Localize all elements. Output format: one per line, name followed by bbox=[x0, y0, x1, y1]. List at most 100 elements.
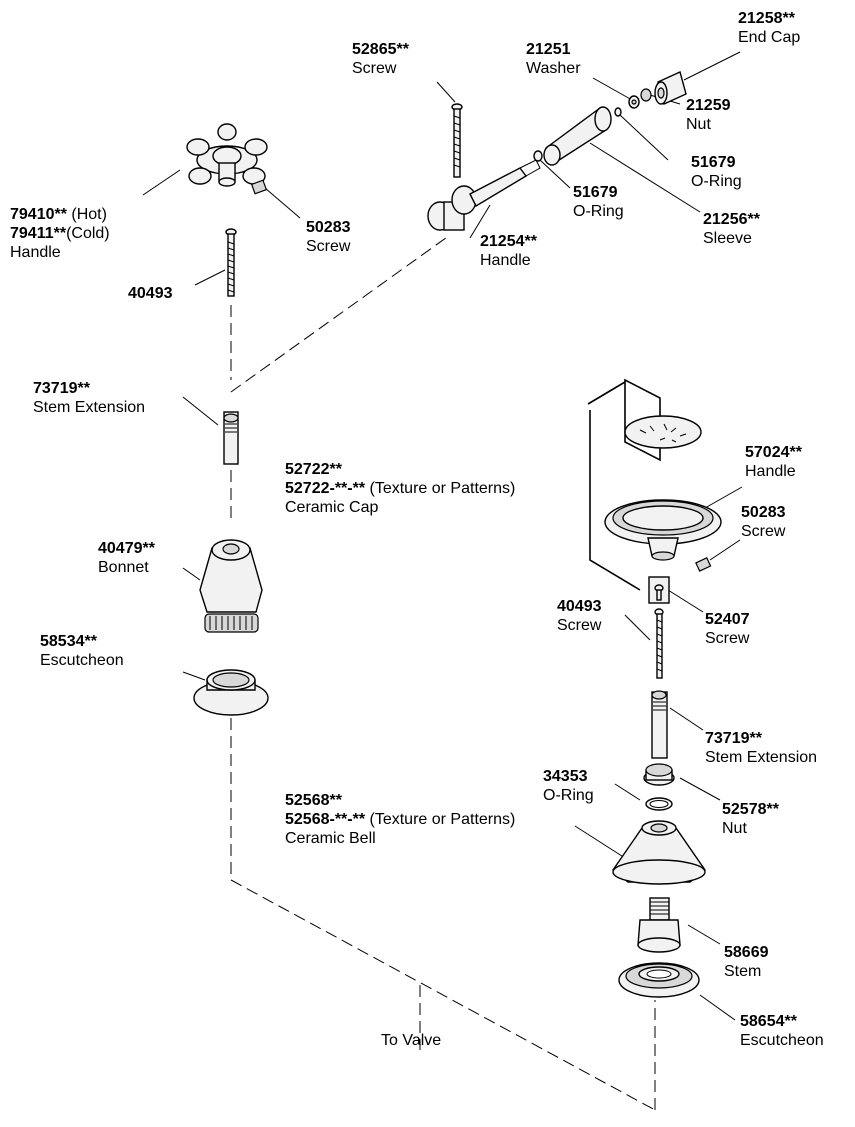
part-number: 21251 bbox=[526, 41, 571, 58]
part-name: Nut bbox=[722, 820, 747, 837]
part-name: Stem Extension bbox=[33, 399, 146, 416]
ceramic-bell-part bbox=[612, 820, 706, 885]
round-handle-callout: 57024** Handle bbox=[745, 443, 802, 481]
screw-40493-right-part bbox=[654, 608, 664, 679]
part-name: Sleeve bbox=[703, 230, 752, 247]
screw-52865-callout: 52865** Screw bbox=[352, 40, 409, 78]
o-ring-mid-callout: 51679 O-Ring bbox=[573, 183, 624, 221]
pattern-note: (Texture or Patterns) bbox=[365, 811, 516, 828]
part-number: 58534** bbox=[40, 633, 97, 650]
nut-52578-part bbox=[643, 763, 675, 786]
escutcheon-right-part bbox=[618, 962, 700, 998]
part-number: 52578** bbox=[722, 801, 779, 818]
stem-extension-left-part bbox=[223, 411, 239, 465]
assembly-guide-lines bbox=[230, 234, 656, 1111]
screw-40493-left-callout: 40493 bbox=[128, 284, 173, 303]
part-name: O-Ring bbox=[691, 173, 742, 190]
part-name: Screw bbox=[705, 630, 750, 647]
part-number: 50283 bbox=[306, 219, 351, 236]
stem-extension-left-callout: 73719** Stem Extension bbox=[33, 379, 145, 417]
o-ring-34353-callout: 34353 O-Ring bbox=[543, 767, 594, 805]
stem-callout: 58669 Stem bbox=[724, 943, 769, 981]
part-name: Ceramic Cap bbox=[285, 499, 379, 516]
o-ring-34353-part bbox=[645, 797, 673, 811]
stem-part bbox=[637, 897, 681, 953]
nut-21259-callout: 21259 Nut bbox=[686, 96, 731, 134]
nut-21259-part bbox=[640, 88, 652, 102]
part-name: Washer bbox=[526, 60, 581, 77]
ceramic-bell-callout: 52568** 52568-**-** (Texture or Patterns… bbox=[285, 791, 515, 848]
o-ring-51679-mid-part bbox=[533, 150, 543, 162]
escutcheon-left-part bbox=[193, 669, 269, 716]
sleeve-callout: 21256** Sleeve bbox=[703, 210, 760, 248]
part-number: 21254** bbox=[480, 233, 537, 250]
part-name: End Cap bbox=[738, 29, 801, 46]
part-name: O-Ring bbox=[543, 787, 594, 804]
washer-callout: 21251 Washer bbox=[526, 40, 581, 78]
bonnet-part bbox=[199, 539, 263, 633]
part-name: Nut bbox=[686, 116, 711, 133]
escutcheon-right-callout: 58654** Escutcheon bbox=[740, 1012, 824, 1050]
nut-52578-callout: 52578** Nut bbox=[722, 800, 779, 838]
part-name: Escutcheon bbox=[740, 1032, 824, 1049]
part-number: 52865** bbox=[352, 41, 409, 58]
escutcheon-left-callout: 58534** Escutcheon bbox=[40, 632, 124, 670]
to-valve-label: To Valve bbox=[381, 1032, 442, 1049]
ceramic-cap-frame bbox=[587, 378, 661, 591]
part-number: 21258** bbox=[738, 10, 795, 27]
part-name: Handle bbox=[10, 244, 61, 261]
part-name: Bonnet bbox=[98, 559, 149, 576]
set-screw-left-part bbox=[250, 179, 268, 195]
part-name: Screw bbox=[557, 617, 602, 634]
part-number: 40493 bbox=[128, 285, 173, 302]
long-screw-left-part bbox=[225, 228, 237, 297]
hot-part-number: 79410** bbox=[10, 206, 67, 223]
o-ring-51679-top-part bbox=[614, 107, 622, 117]
part-name: Ceramic Bell bbox=[285, 830, 376, 847]
ceramic-cap-callout: 52722** 52722-**-** (Texture or Patterns… bbox=[285, 460, 515, 517]
round-handle-part bbox=[604, 499, 722, 561]
part-number: 52722** bbox=[285, 461, 342, 478]
screw-52407-part bbox=[648, 576, 670, 604]
screw-52865-part bbox=[451, 103, 463, 178]
set-screw-right-callout: 50283 Screw bbox=[741, 503, 786, 541]
pattern-note: (Texture or Patterns) bbox=[365, 480, 516, 497]
set-screw-right-part bbox=[695, 557, 712, 572]
end-cap-part bbox=[654, 71, 687, 105]
part-number: 57024** bbox=[745, 444, 802, 461]
part-name: Handle bbox=[480, 252, 531, 269]
cold-part-number: 79411** bbox=[10, 225, 67, 242]
screw-52407-callout: 52407 Screw bbox=[705, 610, 750, 648]
part-number: 52407 bbox=[705, 611, 750, 628]
part-number: 40479** bbox=[98, 540, 155, 557]
part-name: Stem bbox=[724, 963, 762, 980]
sleeve-part bbox=[543, 106, 612, 166]
cross-handle-part bbox=[186, 123, 268, 187]
end-cap-callout: 21258** End Cap bbox=[738, 9, 800, 47]
bonnet-callout: 40479** Bonnet bbox=[98, 539, 155, 577]
part-number: 58654** bbox=[740, 1013, 797, 1030]
part-number: 51679 bbox=[573, 184, 618, 201]
part-name: O-Ring bbox=[573, 203, 624, 220]
part-name: Handle bbox=[745, 463, 796, 480]
set-screw-left-callout: 50283 Screw bbox=[306, 218, 351, 256]
cold-note: (Cold) bbox=[66, 225, 110, 242]
part-number: 52568** bbox=[285, 792, 342, 809]
part-number: 58669 bbox=[724, 944, 769, 961]
part-number: 51679 bbox=[691, 154, 736, 171]
cross-handle-callout: 79410** (Hot) 79411**(Cold) Handle bbox=[10, 205, 110, 262]
o-ring-top-callout: 51679 O-Ring bbox=[691, 153, 742, 191]
part-name: Screw bbox=[741, 523, 786, 540]
part-name: Stem Extension bbox=[705, 749, 818, 766]
part-number: 40493 bbox=[557, 598, 602, 615]
part-name: Screw bbox=[352, 60, 397, 77]
pattern-part-number: 52722-**-** bbox=[285, 480, 366, 497]
lever-handle-part bbox=[427, 159, 541, 231]
stem-extension-right-part bbox=[651, 690, 668, 759]
part-name: Escutcheon bbox=[40, 652, 124, 669]
part-number: 73719** bbox=[33, 380, 90, 397]
part-number: 50283 bbox=[741, 504, 786, 521]
leader-lines bbox=[142, 51, 743, 1021]
lever-handle-callout: 21254** Handle bbox=[480, 232, 537, 270]
